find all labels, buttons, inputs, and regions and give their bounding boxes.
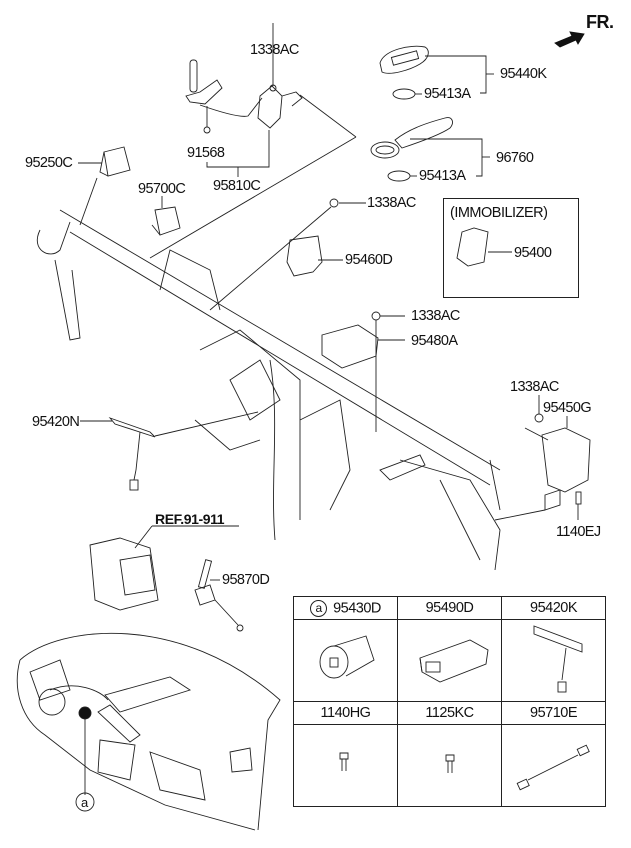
label-95440k[interactable]: 95440K [500, 66, 547, 82]
part-image-cell [501, 619, 606, 702]
part-image-cell [501, 724, 606, 807]
table-header-cell[interactable]: 95420K [501, 596, 606, 620]
table-row: a 95430D 95490D 95420K [293, 596, 606, 620]
antenna-icon [533, 625, 582, 693]
module-95450g [494, 395, 591, 521]
dashboard-illustration [16, 632, 281, 831]
front-arrow-icon [554, 31, 585, 48]
parts-table: a 95430D 95490D 95420K 1140HG 1125KC 9571… [293, 596, 606, 807]
front-direction-label: FR. [586, 12, 614, 32]
bolt-icon [339, 752, 348, 771]
cowl-crossbar [37, 209, 501, 571]
label-95250c[interactable]: 95250C [25, 155, 73, 171]
label-95480a[interactable]: 95480A [411, 333, 458, 349]
cable-icon [516, 744, 590, 791]
part-image-cell [397, 619, 502, 702]
table-header-cell[interactable]: 95490D [397, 596, 502, 620]
label-95810c[interactable]: 95810C [213, 178, 261, 194]
module-95460d [209, 198, 366, 311]
part-number: 95430D [333, 599, 381, 616]
table-header-cell[interactable]: 95710E [501, 701, 606, 725]
table-row [293, 619, 606, 702]
label-95870d[interactable]: 95870D [222, 572, 270, 588]
label-91568[interactable]: 91568 [187, 145, 225, 161]
label-95413a-2[interactable]: 95413A [419, 168, 466, 184]
bolt-icon [445, 754, 454, 773]
table-header-cell[interactable]: 1140HG [293, 701, 398, 725]
label-95700c[interactable]: 95700C [138, 181, 186, 197]
reference-label[interactable]: REF.91-911 [155, 511, 225, 527]
label-1338ac-top[interactable]: 1338AC [250, 42, 299, 58]
label-1338ac-low[interactable]: 1338AC [411, 308, 460, 324]
label-95420n[interactable]: 95420N [32, 414, 80, 430]
label-95450g[interactable]: 95450G [543, 400, 592, 416]
module-95480a [321, 311, 405, 432]
key-fob-96760 [370, 117, 490, 182]
label-1338ac-mid[interactable]: 1338AC [367, 195, 416, 211]
immobilizer-module-95400 [456, 227, 512, 267]
callout-a-label: a [81, 795, 88, 810]
label-95413a-1[interactable]: 95413A [424, 86, 471, 102]
smart-key-95440k [379, 45, 494, 100]
label-1338ac-right[interactable]: 1338AC [510, 379, 559, 395]
immobilizer-box: (IMMOBILIZER) 95400 [443, 198, 579, 298]
immobilizer-title: (IMMOBILIZER) [450, 205, 548, 221]
antenna-95810c [149, 23, 357, 259]
antenna-95420n [80, 411, 259, 491]
table-row [293, 724, 606, 807]
label-95400[interactable]: 95400 [514, 245, 552, 261]
module-icon [419, 639, 488, 683]
ref-assembly [89, 525, 244, 632]
start-button-icon [319, 635, 375, 679]
sensor-95700c [151, 196, 181, 236]
table-row: 1140HG 1125KC 95710E [293, 701, 606, 725]
table-header-cell[interactable]: a 95430D [293, 596, 398, 620]
part-image-cell [293, 724, 398, 807]
table-header-cell[interactable]: 1125KC [397, 701, 502, 725]
part-image-cell [293, 619, 398, 702]
label-95460d[interactable]: 95460D [345, 252, 393, 268]
part-image-cell [397, 724, 502, 807]
relay-95250c [78, 146, 131, 226]
label-1140ej[interactable]: 1140EJ [556, 524, 601, 540]
label-96760[interactable]: 96760 [496, 150, 534, 166]
callout-a-icon: a [310, 599, 328, 617]
